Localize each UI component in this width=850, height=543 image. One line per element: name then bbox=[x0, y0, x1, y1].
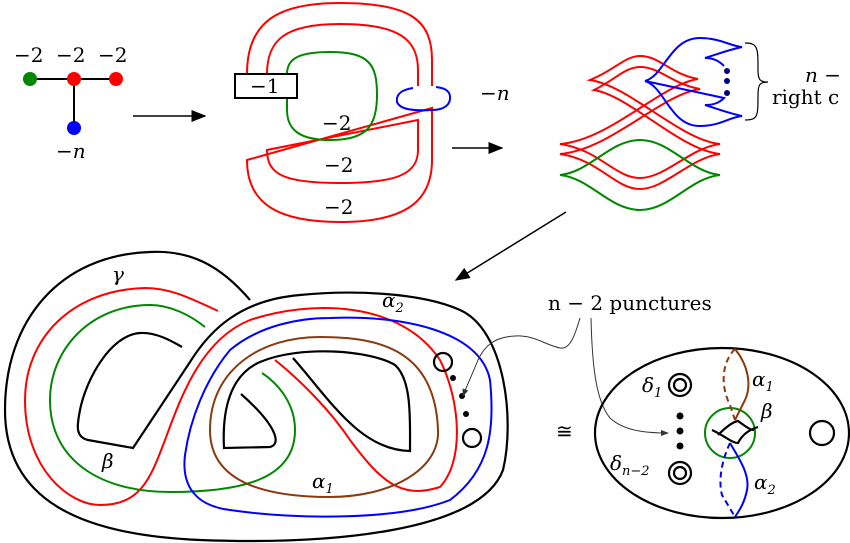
dot bbox=[724, 90, 730, 96]
alpha1-dashed bbox=[722, 348, 736, 421]
arrow-3 bbox=[454, 211, 567, 281]
boundary-circle bbox=[808, 419, 836, 447]
alpha2-dashed bbox=[719, 442, 736, 518]
vertex-red-right bbox=[109, 72, 123, 86]
plumbing-graph: −2 −2 −2 −n bbox=[14, 43, 127, 163]
dot bbox=[676, 442, 684, 450]
dot bbox=[450, 375, 456, 381]
curve-alpha2 bbox=[183, 316, 493, 518]
surface-inner-hole bbox=[222, 350, 412, 453]
leader-line bbox=[590, 317, 669, 436]
brace bbox=[744, 42, 769, 121]
punctures-label: n − 2 punctures bbox=[548, 291, 712, 315]
weight-label: −2 bbox=[98, 43, 127, 67]
curve-gamma bbox=[23, 286, 458, 507]
puncture bbox=[432, 351, 454, 373]
beta-label: β bbox=[101, 449, 114, 473]
surface-outline bbox=[3, 250, 509, 543]
green-knot bbox=[286, 50, 379, 142]
kirby-diagram: −1 −n −2 −2 −2 bbox=[234, 1, 510, 224]
box-label: −1 bbox=[250, 74, 279, 98]
puncture bbox=[461, 427, 483, 449]
vertex-red-center bbox=[67, 72, 81, 86]
delta1-inner bbox=[672, 377, 688, 393]
green-front bbox=[559, 138, 721, 212]
alpha1-solid bbox=[734, 348, 750, 421]
twist-box bbox=[234, 73, 298, 99]
vertex-green bbox=[23, 72, 37, 86]
green-label: −2 bbox=[322, 111, 351, 135]
alpha2-solid bbox=[729, 442, 749, 518]
red-outer-knot bbox=[245, 1, 433, 224]
deltan2-inner bbox=[672, 465, 688, 481]
alpha2-label: α2 bbox=[382, 288, 404, 316]
leader-line bbox=[462, 317, 581, 397]
red-inner-knot bbox=[265, 22, 419, 185]
model-beta-label: β bbox=[760, 399, 773, 423]
red-front-2 bbox=[559, 65, 721, 191]
model-alpha2-label: α2 bbox=[754, 470, 776, 498]
alpha1-label: α1 bbox=[312, 469, 334, 497]
brace-label-line1: n − bbox=[805, 63, 841, 87]
deltan2-label: δn−2 bbox=[610, 451, 650, 479]
weight-label: −2 bbox=[14, 43, 43, 67]
blue-label: −n bbox=[480, 81, 510, 105]
dot bbox=[676, 412, 684, 420]
model-outline bbox=[593, 346, 850, 520]
curve-beta bbox=[48, 303, 297, 494]
inner-red-label: −2 bbox=[324, 153, 353, 177]
model-alpha1-label: α1 bbox=[752, 367, 774, 395]
red-front-1 bbox=[559, 54, 721, 180]
dot bbox=[724, 78, 730, 84]
blue-knot bbox=[395, 86, 452, 112]
delta1-label: δ1 bbox=[642, 373, 662, 401]
deltan2-outer bbox=[667, 460, 693, 486]
brace-label-line2: right c bbox=[772, 85, 839, 109]
dot bbox=[676, 427, 684, 435]
outer-red-label: −2 bbox=[324, 195, 353, 219]
gamma-label: γ bbox=[112, 262, 124, 286]
weight-label-bottom: −n bbox=[56, 139, 86, 163]
dot bbox=[463, 411, 469, 417]
isomorphic-symbol: ≅ bbox=[556, 419, 573, 443]
delta1-outer bbox=[667, 372, 693, 398]
blue-front bbox=[644, 36, 743, 128]
handle bbox=[711, 419, 759, 445]
vertex-blue bbox=[67, 121, 81, 135]
surface-diagram: γ β α1 α2 n − 2 punctures bbox=[3, 250, 712, 543]
dot bbox=[724, 68, 730, 74]
front-diagram: n − right c bbox=[559, 36, 841, 212]
weight-label: −2 bbox=[56, 43, 85, 67]
curve-alpha1 bbox=[208, 335, 440, 499]
model-surface: ≅ α1 β α2 δ1 δn−2 bbox=[556, 346, 850, 520]
